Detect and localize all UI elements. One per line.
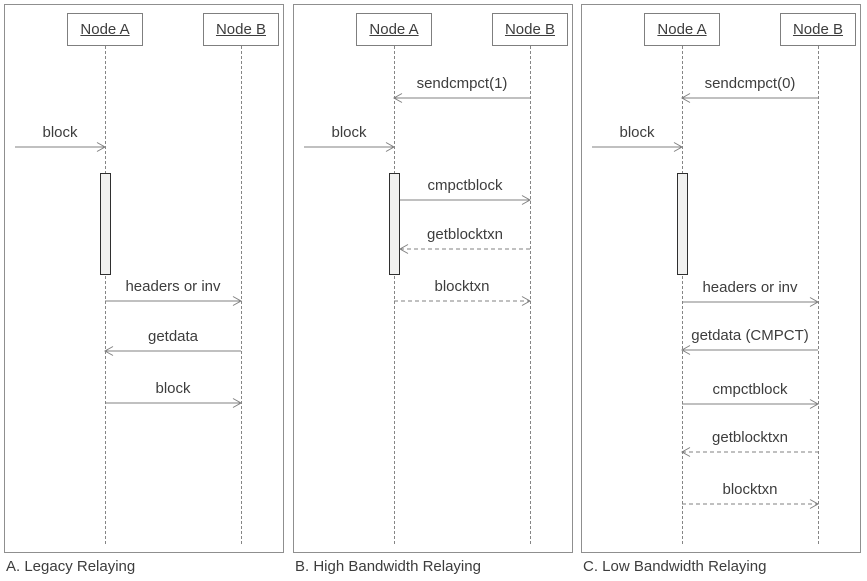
message-label: cmpctblock (427, 177, 503, 194)
message-label: block (42, 124, 78, 141)
node-b-box: Node B (203, 13, 279, 46)
message-label: getblocktxn (712, 429, 788, 446)
activation-bar (677, 173, 688, 275)
activation-bar (389, 173, 400, 275)
message-arrow (682, 499, 820, 509)
message-arrow (103, 346, 241, 356)
node-a-box: Node A (67, 13, 143, 46)
message-arrow (680, 93, 818, 103)
sequence-panel: Node A Node B sendcmpct(1) block cmpctblock g… (293, 4, 573, 553)
panel-caption: C. Low Bandwidth Relaying (583, 558, 767, 575)
message-arrow (15, 142, 107, 152)
message-label: getdata (CMPCT) (691, 327, 809, 344)
lifeline-node-a (394, 46, 395, 544)
message-arrow (682, 399, 820, 409)
panel-section-a: Node A Node B block headers or inv getdata bl… (4, 4, 284, 575)
message-label: sendcmpct(0) (704, 75, 796, 92)
lifeline-node-b (530, 46, 531, 544)
message-label: blocktxn (722, 481, 778, 498)
panel-caption: B. High Bandwidth Relaying (295, 558, 481, 575)
message-label: getdata (147, 328, 199, 345)
message-arrow (592, 142, 684, 152)
message-arrow (682, 297, 820, 307)
activation-bar (100, 173, 111, 275)
panel-section-c: Node A Node B sendcmpct(0) block headers or … (581, 4, 861, 575)
message-label: headers or inv (125, 278, 221, 295)
message-arrow (392, 93, 530, 103)
node-a-box: Node A (644, 13, 720, 46)
message-label: cmpctblock (712, 381, 788, 398)
message-arrow (394, 296, 532, 306)
message-arrow (398, 244, 530, 254)
lifeline-node-b (818, 46, 819, 544)
node-a-box: Node A (356, 13, 432, 46)
message-label: getblocktxn (427, 226, 503, 243)
node-b-box: Node B (780, 13, 856, 46)
lifeline-node-a (105, 46, 106, 544)
message-label: block (155, 380, 191, 397)
message-label: blocktxn (434, 278, 490, 295)
lifeline-node-b (241, 46, 242, 544)
message-label: headers or inv (702, 279, 798, 296)
message-arrow (680, 447, 818, 457)
message-arrow (105, 296, 243, 306)
lifeline-node-a (682, 46, 683, 544)
message-label: block (619, 124, 655, 141)
message-arrow (680, 345, 818, 355)
panel-section-b: Node A Node B sendcmpct(1) block cmpctblock g… (293, 4, 573, 575)
panel-caption: A. Legacy Relaying (6, 558, 136, 575)
message-label: sendcmpct(1) (416, 75, 508, 92)
message-arrow (304, 142, 396, 152)
sequence-panel: Node A Node B block headers or inv getdata bl… (4, 4, 284, 553)
message-label: block (331, 124, 367, 141)
node-b-box: Node B (492, 13, 568, 46)
sequence-panel: Node A Node B sendcmpct(0) block headers or … (581, 4, 861, 553)
message-arrow (400, 195, 532, 205)
message-arrow (105, 398, 243, 408)
